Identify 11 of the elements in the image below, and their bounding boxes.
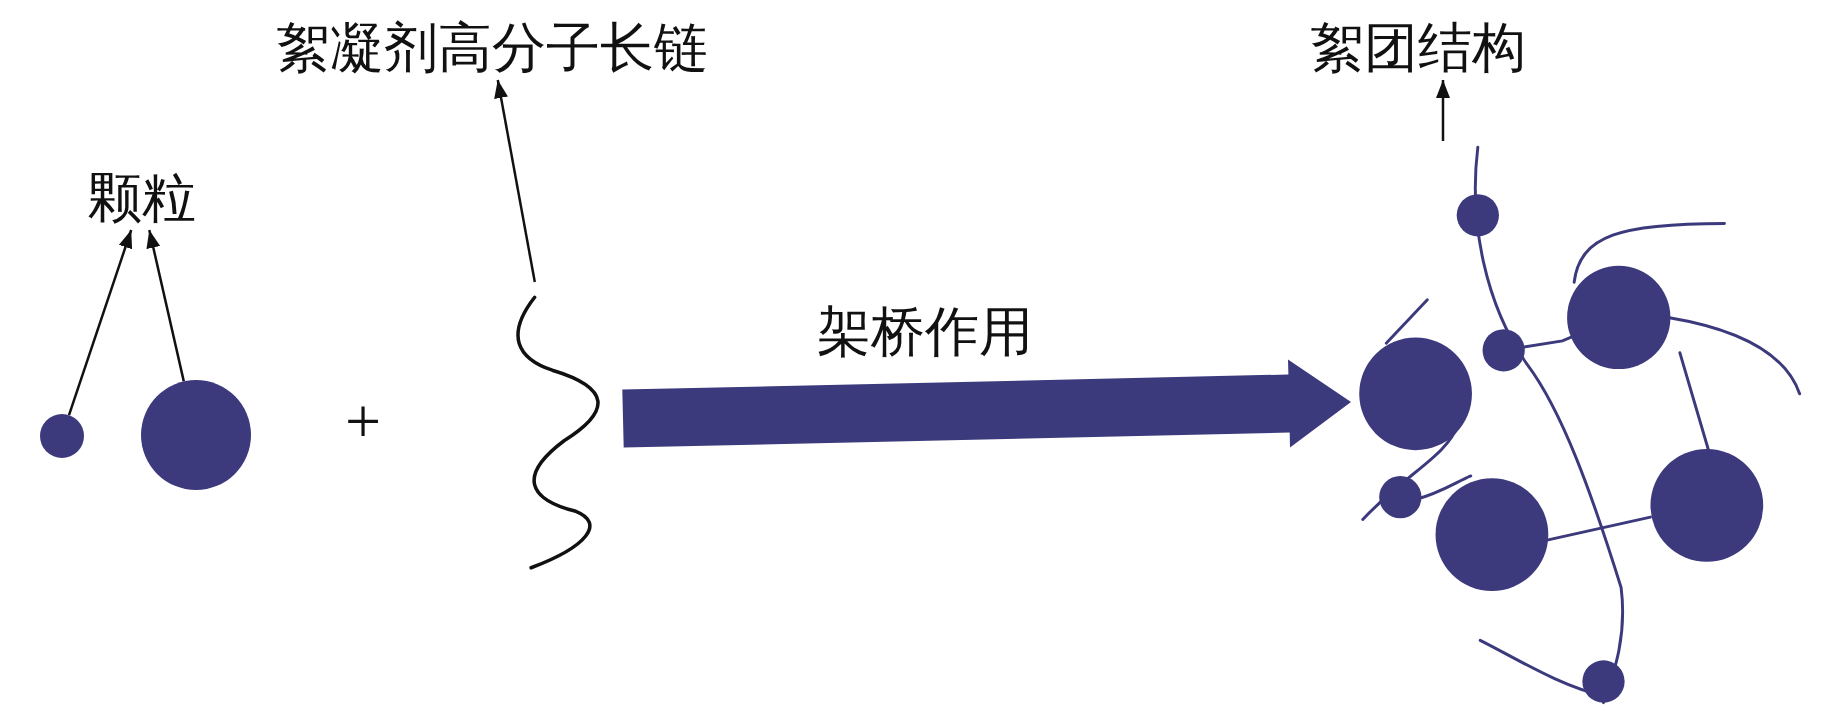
leader-arrow [146,229,185,382]
part-label: 颗粒 [88,166,196,230]
part-label: 絮团结构 [1310,16,1526,80]
leader-arrow [1436,80,1450,141]
particle-circle [40,414,84,458]
part-label: 絮凝剂高分子长链 [276,16,708,80]
edge-label: 架桥作用 [817,301,1033,364]
plus-sign: + [345,390,382,454]
block-arrow [622,359,1351,448]
leader-arrow [494,79,537,283]
leader-arrow [67,229,133,416]
